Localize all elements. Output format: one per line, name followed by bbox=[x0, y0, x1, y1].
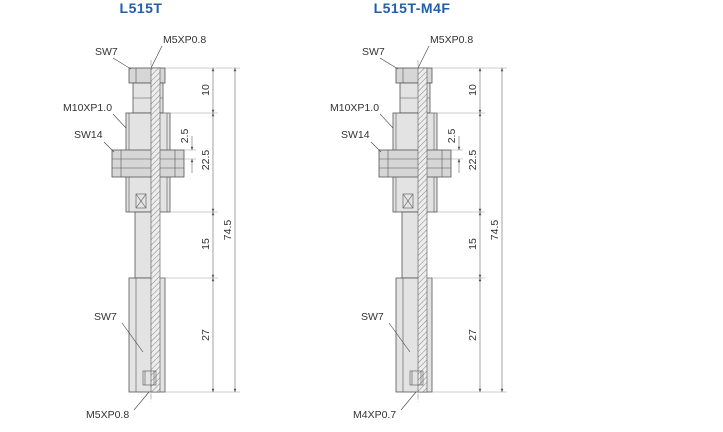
dim-22-5: 22.5 bbox=[200, 150, 212, 171]
label-thread-bottom: M4XP0.7 bbox=[353, 409, 396, 421]
dimensions: 10 22.5 15 27 74.5 2.5 bbox=[159, 67, 240, 393]
label-sw-top: SW7 bbox=[95, 46, 118, 58]
label-sw-top: SW7 bbox=[362, 46, 385, 58]
label-thread-bottom: M5XP0.8 bbox=[86, 409, 129, 421]
label-thread-body: M10XP1.0 bbox=[63, 102, 112, 114]
callouts: SW7 M5XP0.8 M10XP1.0 SW14 SW7 M4XP0.7 bbox=[330, 34, 473, 421]
dim-15: 15 bbox=[467, 238, 479, 250]
label-thread-top: M5XP0.8 bbox=[430, 34, 473, 46]
label-sw-bottom: SW7 bbox=[94, 311, 117, 323]
bore-section bbox=[417, 67, 428, 393]
diagram-l515t: L515T bbox=[63, 0, 240, 421]
label-thread-top: M5XP0.8 bbox=[163, 34, 206, 46]
bore-section bbox=[150, 67, 161, 393]
diagram-l515t-m4f: L515T-M4F bbox=[330, 0, 507, 421]
diagram-title: L515T-M4F bbox=[374, 0, 451, 16]
dim-2-5: 2.5 bbox=[446, 129, 458, 144]
nut bbox=[111, 149, 185, 178]
label-sw-nut: SW14 bbox=[74, 129, 103, 141]
dimensions: 10 22.5 15 27 74.5 2.5 bbox=[426, 67, 507, 393]
dim-74-5: 74.5 bbox=[222, 220, 234, 241]
dim-10: 10 bbox=[467, 84, 479, 96]
dim-10: 10 bbox=[200, 84, 212, 96]
dim-74-5: 74.5 bbox=[489, 220, 501, 241]
valve-body bbox=[378, 60, 452, 402]
valve-body bbox=[111, 60, 185, 402]
dim-22-5: 22.5 bbox=[467, 150, 479, 171]
dim-2-5: 2.5 bbox=[179, 129, 191, 144]
dim-27: 27 bbox=[200, 329, 212, 341]
nut bbox=[378, 149, 452, 178]
diagram-title: L515T bbox=[120, 0, 163, 16]
label-sw-bottom: SW7 bbox=[361, 311, 384, 323]
dim-15: 15 bbox=[200, 238, 212, 250]
callouts: SW7 M5XP0.8 M10XP1.0 SW14 SW7 M5XP0.8 bbox=[63, 34, 206, 421]
dim-27: 27 bbox=[467, 329, 479, 341]
label-sw-nut: SW14 bbox=[341, 129, 370, 141]
label-thread-body: M10XP1.0 bbox=[330, 102, 379, 114]
